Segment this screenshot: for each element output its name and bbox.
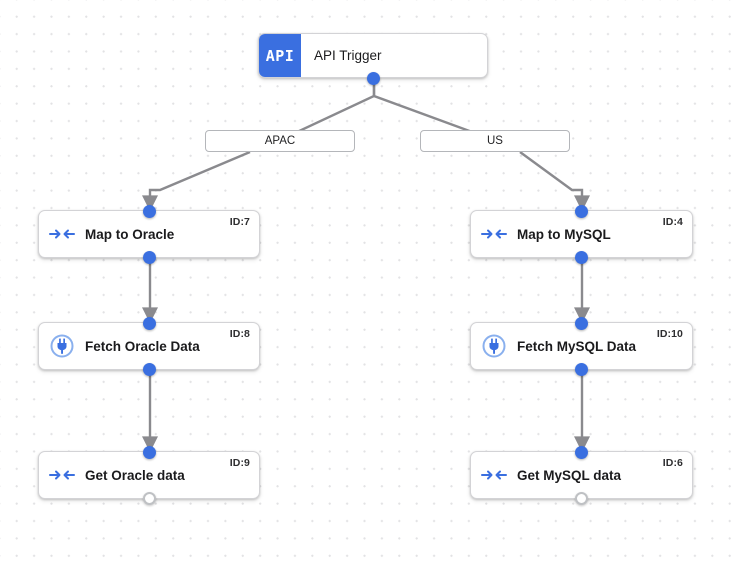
node-get-mysql-data[interactable]: Get MySQL data ID:6 bbox=[470, 451, 693, 499]
node-title-api-trigger: API Trigger bbox=[314, 48, 382, 63]
port-out-api-trigger[interactable] bbox=[367, 72, 380, 85]
edge-us-map-mysql bbox=[519, 151, 590, 212]
node-label-get-oracle-data: Get Oracle data bbox=[85, 467, 185, 483]
node-id-fetch-oracle-data: ID:8 bbox=[229, 328, 250, 340]
port-in-map-to-mysql[interactable] bbox=[575, 205, 588, 218]
branch-label-us-text: US bbox=[487, 135, 503, 147]
node-fetch-mysql-data[interactable]: Fetch MySQL Data ID:10 bbox=[470, 322, 693, 370]
node-label-map-to-mysql: Map to MySQL bbox=[517, 226, 611, 242]
edge-apac-map-oracle bbox=[142, 150, 251, 212]
port-out-get-oracle-data[interactable] bbox=[143, 492, 156, 505]
port-in-fetch-mysql-data[interactable] bbox=[575, 317, 588, 330]
plug-icon bbox=[471, 334, 517, 358]
port-in-map-to-oracle[interactable] bbox=[143, 205, 156, 218]
node-id-map-to-mysql: ID:4 bbox=[662, 216, 683, 228]
node-id-get-mysql-data: ID:6 bbox=[662, 457, 683, 469]
port-out-map-to-oracle[interactable] bbox=[143, 251, 156, 264]
plug-icon bbox=[39, 334, 85, 358]
port-in-fetch-oracle-data[interactable] bbox=[143, 317, 156, 330]
node-id-fetch-mysql-data: ID:10 bbox=[656, 328, 683, 340]
node-id-map-to-oracle: ID:7 bbox=[229, 216, 250, 228]
node-label-map-to-oracle: Map to Oracle bbox=[85, 226, 175, 242]
branch-label-apac-text: APAC bbox=[264, 135, 296, 147]
port-out-map-to-mysql[interactable] bbox=[575, 251, 588, 264]
port-in-get-mysql-data[interactable] bbox=[575, 446, 588, 459]
transform-icon bbox=[39, 225, 85, 243]
port-out-fetch-oracle-data[interactable] bbox=[143, 363, 156, 376]
transform-icon bbox=[39, 466, 85, 484]
transform-icon bbox=[471, 466, 517, 484]
port-in-get-oracle-data[interactable] bbox=[143, 446, 156, 459]
node-id-get-oracle-data: ID:9 bbox=[229, 457, 250, 469]
transform-icon bbox=[471, 225, 517, 243]
branch-label-apac[interactable]: APAC bbox=[205, 130, 355, 152]
node-label-get-mysql-data: Get MySQL data bbox=[517, 467, 622, 483]
port-out-fetch-mysql-data[interactable] bbox=[575, 363, 588, 376]
port-out-get-mysql-data[interactable] bbox=[575, 492, 588, 505]
node-api-trigger[interactable]: API API Trigger bbox=[258, 33, 488, 78]
branch-label-us[interactable]: US bbox=[420, 130, 570, 152]
node-label-fetch-mysql-data: Fetch MySQL Data bbox=[517, 338, 637, 354]
node-label-fetch-oracle-data: Fetch Oracle Data bbox=[85, 338, 200, 354]
api-badge-icon: API bbox=[259, 34, 301, 77]
